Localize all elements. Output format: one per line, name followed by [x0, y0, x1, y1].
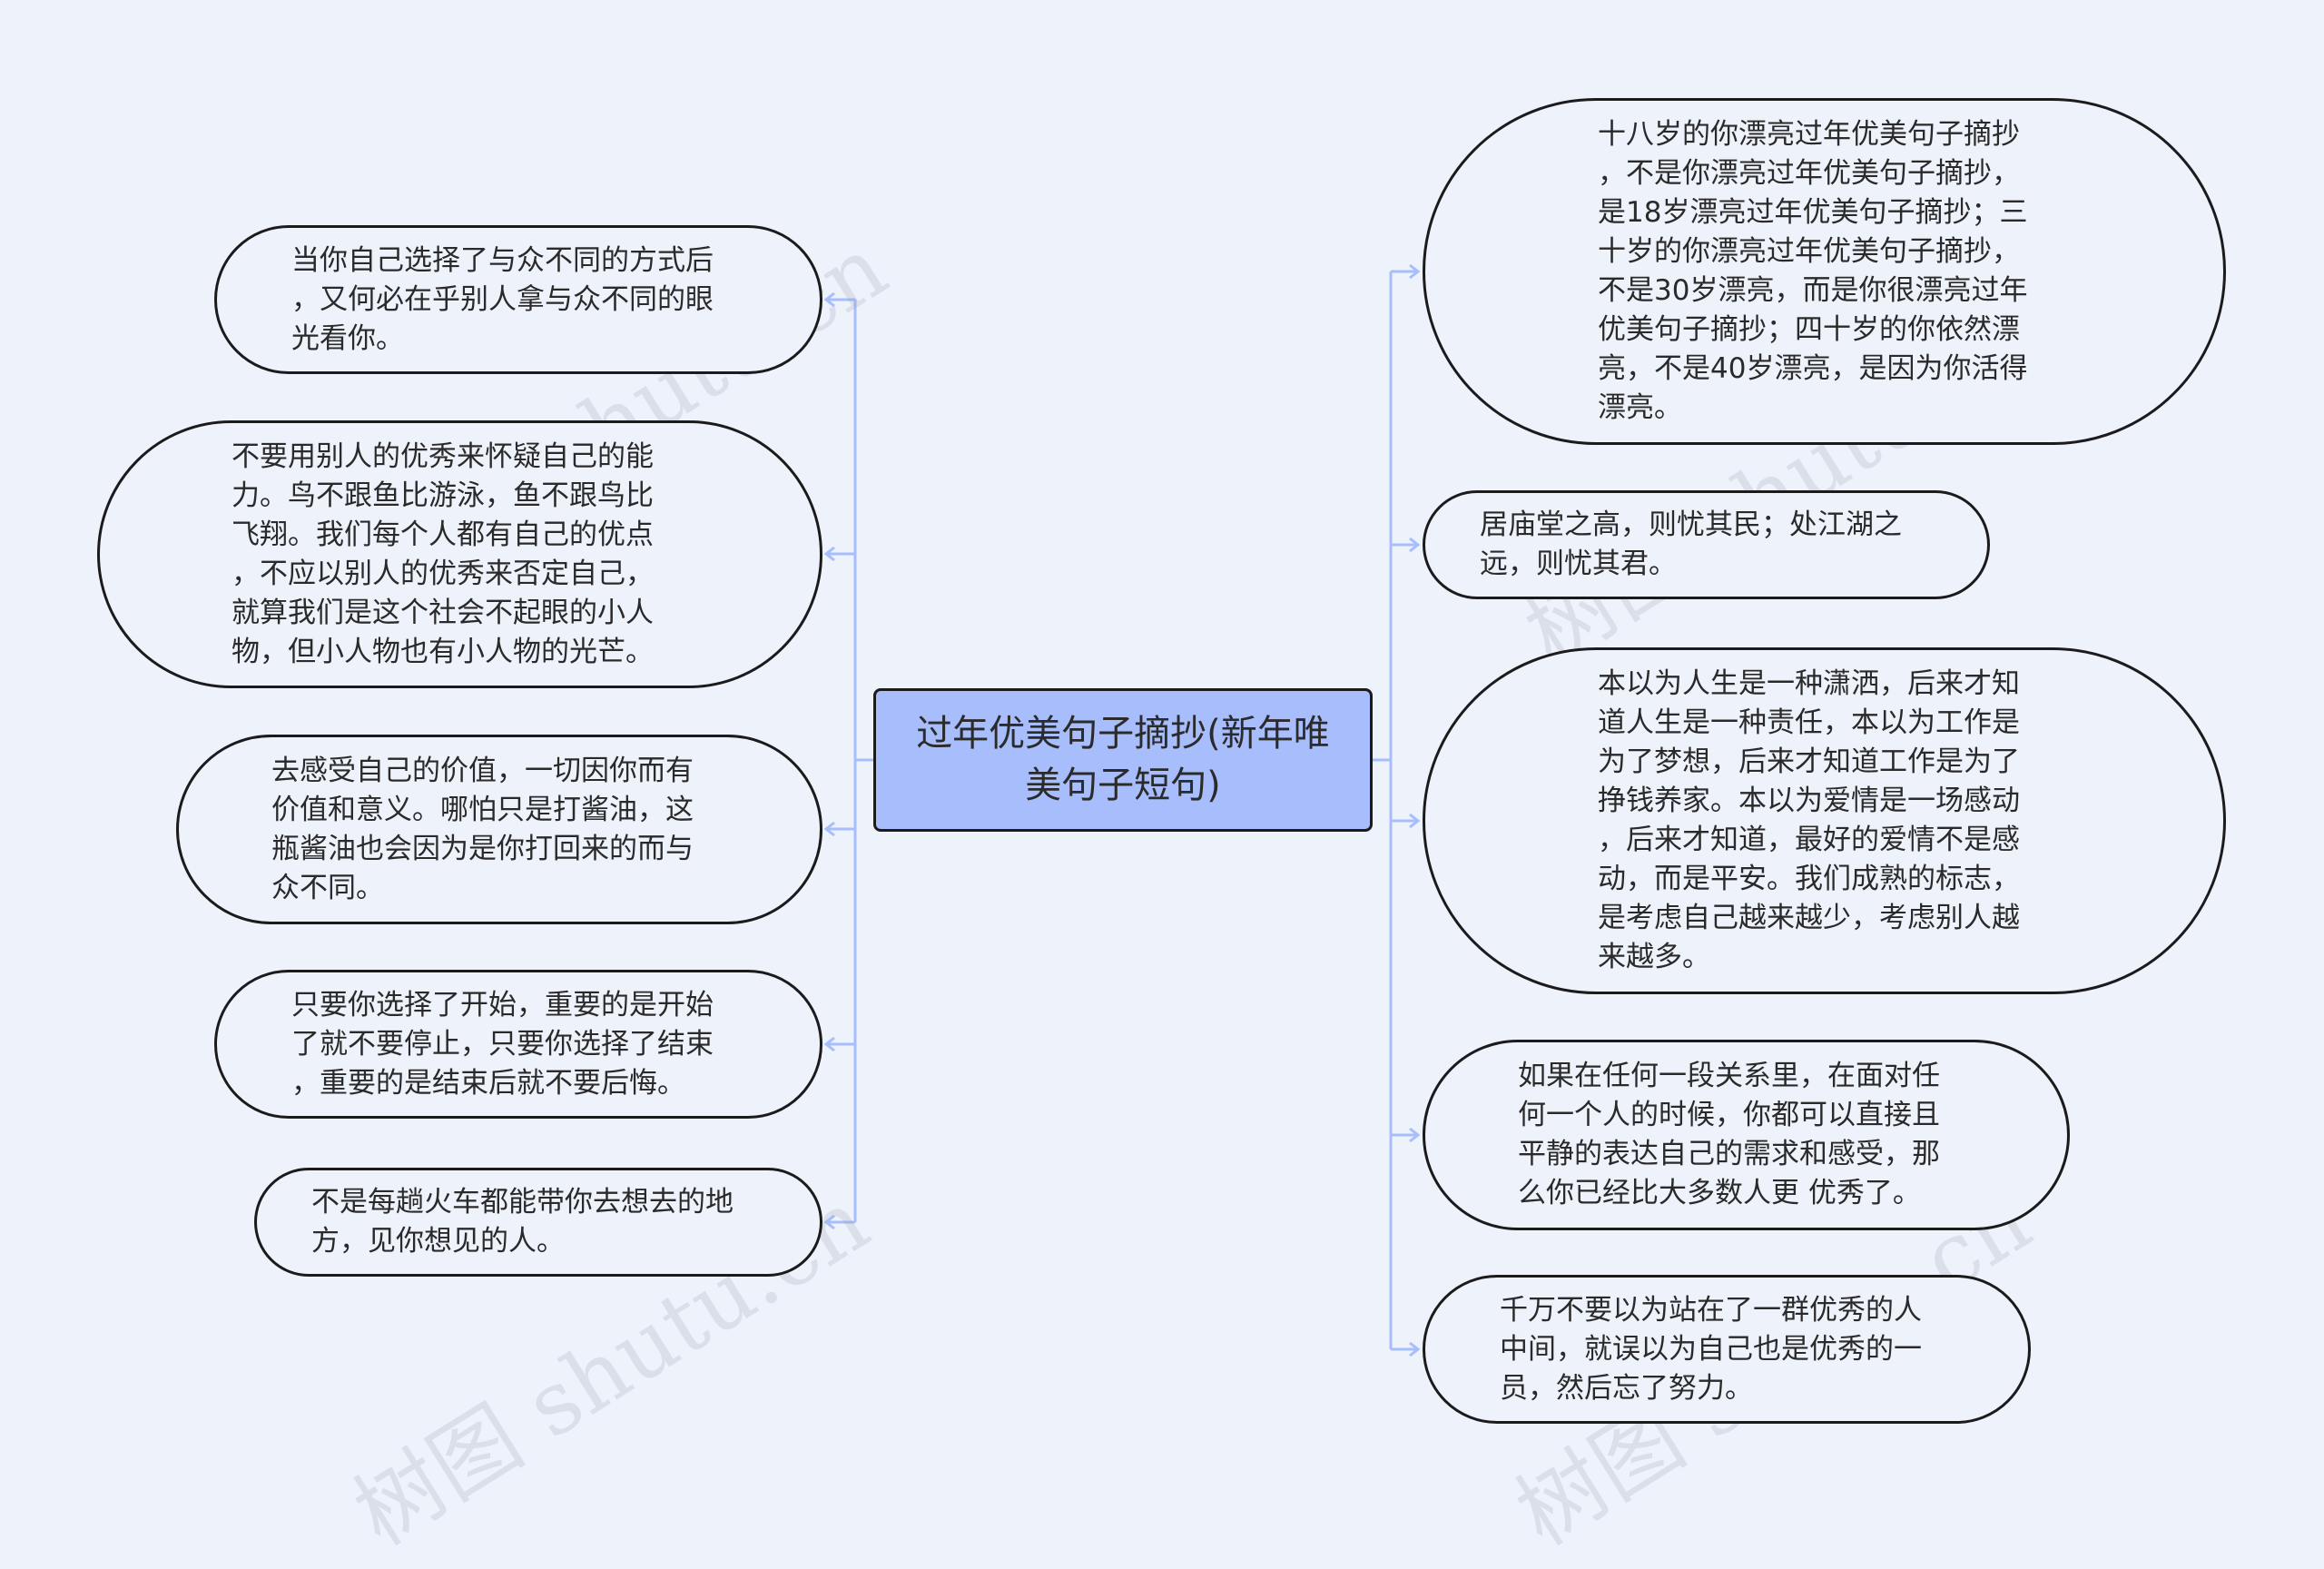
- topic-text: 千万不要以为站在了一群优秀的人 中间，就误以为自己也是优秀的一 员，然后忘了努力…: [1500, 1293, 1922, 1405]
- connector-arrow: [1409, 1127, 1421, 1143]
- connector-arrow: [823, 546, 835, 562]
- topic-right-1[interactable]: 十八岁的你漂亮过年优美句子摘抄 ，不是你漂亮过年优美句子摘抄， 是18岁漂亮过年…: [1423, 98, 2226, 445]
- topic-left-3[interactable]: 去感受自己的价值，一切因你而有 价值和意义。哪怕只是打酱油，这 瓶酱油也会因为是…: [176, 735, 822, 924]
- topic-left-1[interactable]: 当你自己选择了与众不同的方式后 ，又何必在乎别人拿与众不同的眼 光看你。: [214, 225, 822, 374]
- topic-text: 不是每趟火车都能带你去想去的地 方，见你想见的人。: [311, 1186, 734, 1258]
- topic-text: 本以为人生是一种潇洒，后来才知 道人生是一种责任，本以为工作是 为了梦想，后来才…: [1598, 667, 2020, 973]
- topic-text: 不要用别人的优秀来怀疑自己的能 力。鸟不跟鱼比游泳，鱼不跟鸟比 飞翔。我们每个人…: [231, 439, 654, 668]
- topic-right-3[interactable]: 本以为人生是一种潇洒，后来才知 道人生是一种责任，本以为工作是 为了梦想，后来才…: [1423, 647, 2226, 994]
- connector-arrow: [1409, 1341, 1421, 1357]
- topic-text: 只要你选择了开始，重要的是开始 了就不要停止，只要你选择了结束 ，重要的是结束后…: [291, 988, 714, 1100]
- connector-arrow: [823, 1036, 835, 1052]
- topic-text: 当你自己选择了与众不同的方式后 ，又何必在乎别人拿与众不同的眼 光看你。: [291, 243, 714, 355]
- topic-right-5[interactable]: 千万不要以为站在了一群优秀的人 中间，就误以为自己也是优秀的一 员，然后忘了努力…: [1423, 1275, 2031, 1424]
- topic-left-2[interactable]: 不要用别人的优秀来怀疑自己的能 力。鸟不跟鱼比游泳，鱼不跟鸟比 飞翔。我们每个人…: [97, 420, 822, 688]
- topic-right-2[interactable]: 居庙堂之高，则忧其民；处江湖之 远，则忧其君。: [1423, 490, 1990, 599]
- topic-left-4[interactable]: 只要你选择了开始，重要的是开始 了就不要停止，只要你选择了结束 ，重要的是结束后…: [214, 970, 822, 1119]
- topic-text: 居庙堂之高，则忧其民；处江湖之 远，则忧其君。: [1480, 508, 1902, 580]
- central-topic-label: 过年优美句子摘抄(新年唯 美句子短句): [916, 713, 1330, 806]
- topic-text: 十八岁的你漂亮过年优美句子摘抄 ，不是你漂亮过年优美句子摘抄， 是18岁漂亮过年…: [1598, 118, 2028, 424]
- central-topic[interactable]: 过年优美句子摘抄(新年唯 美句子短句): [873, 688, 1373, 832]
- topic-left-5[interactable]: 不是每趟火车都能带你去想去的地 方，见你想见的人。: [254, 1168, 822, 1277]
- connector-arrow: [1409, 813, 1421, 829]
- mind-map-canvas: 树图 shutu.cn 树图 shutu.cn 树图 shutu.cn 树图 s…: [97, 98, 2226, 1565]
- topic-right-4[interactable]: 如果在任何一段关系里，在面对任 何一个人的时候，你都可以直接且 平静的表达自己的…: [1423, 1040, 2070, 1230]
- connector-lines: [823, 263, 1421, 1357]
- connector-arrow: [823, 821, 835, 837]
- connector-arrow: [1409, 263, 1421, 280]
- connector-arrow: [823, 1214, 835, 1230]
- connector-arrow: [823, 291, 835, 308]
- topic-text: 如果在任何一段关系里，在面对任 何一个人的时候，你都可以直接且 平静的表达自己的…: [1518, 1060, 1940, 1209]
- topic-text: 去感受自己的价值，一切因你而有 价值和意义。哪怕只是打酱油，这 瓶酱油也会因为是…: [271, 754, 694, 904]
- connector-arrow: [1409, 537, 1421, 553]
